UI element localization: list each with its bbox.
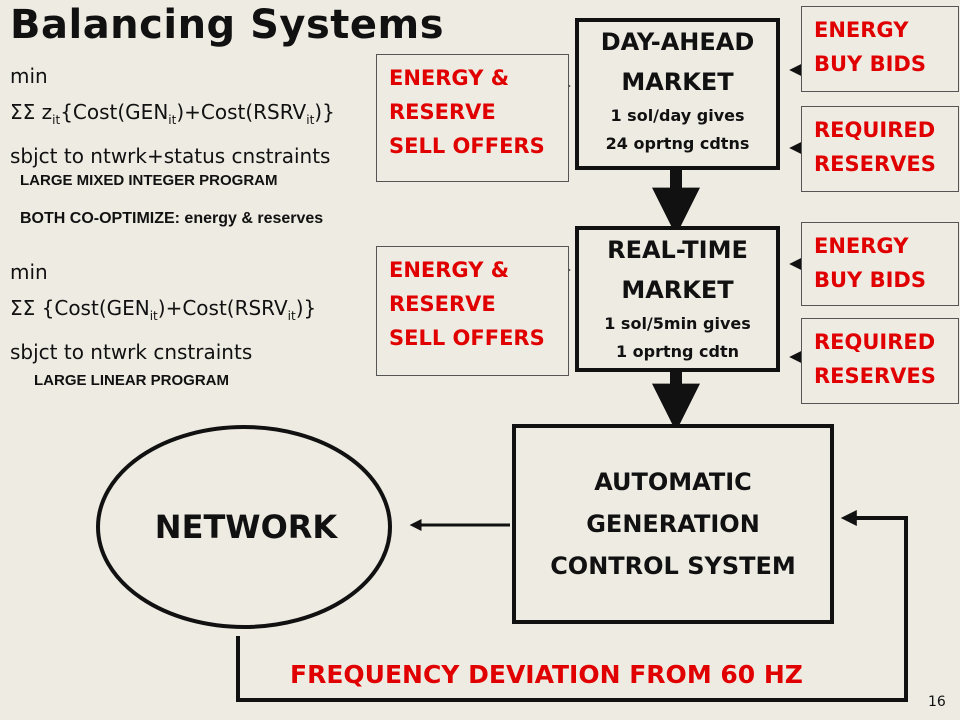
realtime-formula: min ΣΣ {Cost(GENit)+Cost(RSRVit)} sbjct … — [10, 254, 316, 370]
dayahead-formula: min ΣΣ zit{Cost(GENit)+Cost(RSRVit)} sbj… — [10, 58, 335, 174]
dayahead-title-market: MARKET — [621, 68, 734, 96]
frequency-deviation-label: FREQUENCY DEVIATION FROM 60 HZ — [290, 660, 803, 689]
realtime-sell-offers-box: ENERGY & RESERVE SELL OFFERS — [376, 246, 569, 376]
network-ellipse — [96, 425, 392, 629]
dayahead-sell-offers-box: ENERGY & RESERVE SELL OFFERS — [376, 54, 569, 182]
realtime-subtitle: 1 sol/5min gives — [604, 314, 751, 333]
dayahead-buy-bids-box: ENERGY BUY BIDS — [801, 6, 959, 92]
dayahead-formula-constraints: sbjct to ntwrk+status cnstraints — [10, 144, 331, 168]
dayahead-formula-min: min — [10, 64, 48, 88]
realtime-title: REAL-TIME — [607, 236, 748, 264]
realtime-market-box: REAL-TIME MARKET 1 sol/5min gives 1 oprt… — [575, 226, 780, 372]
realtime-formula-min: min — [10, 260, 48, 284]
realtime-required-reserves-box: REQUIRED RESERVES — [801, 318, 959, 404]
frequency-feedback-loop — [236, 510, 908, 702]
dayahead-required-reserves-box: REQUIRED RESERVES — [801, 106, 959, 192]
realtime-buy-bids-box: ENERGY BUY BIDS — [801, 222, 959, 306]
co-optimize-note: BOTH CO-OPTIMIZE: energy & reserves — [20, 210, 324, 227]
dayahead-market-box: DAY-AHEAD MARKET 1 sol/day gives 24 oprt… — [575, 18, 780, 170]
realtime-program-label: LARGE LINEAR PROGRAM — [34, 372, 229, 389]
network-label: NETWORK — [154, 508, 338, 546]
dayahead-program-label: LARGE MIXED INTEGER PROGRAM — [20, 172, 278, 189]
dayahead-formula-objective: ΣΣ zit{Cost(GENit)+Cost(RSRVit)} — [10, 100, 335, 127]
realtime-title-market: MARKET — [621, 276, 734, 304]
realtime-formula-objective: ΣΣ {Cost(GENit)+Cost(RSRVit)} — [10, 296, 317, 323]
dayahead-title: DAY-AHEAD — [600, 28, 755, 56]
realtime-subtitle-2: 1 oprtng cdtn — [615, 342, 740, 361]
agc-box: AUTOMATIC GENERATION CONTROL SYSTEM — [512, 424, 834, 624]
page-title: Balancing Systems — [10, 2, 445, 48]
dayahead-subtitle: 1 sol/day gives — [610, 106, 745, 125]
page-number: 16 — [928, 694, 946, 710]
dayahead-subtitle-2: 24 oprtng cdtns — [605, 134, 750, 153]
realtime-formula-constraints: sbjct to ntwrk cnstraints — [10, 340, 253, 364]
